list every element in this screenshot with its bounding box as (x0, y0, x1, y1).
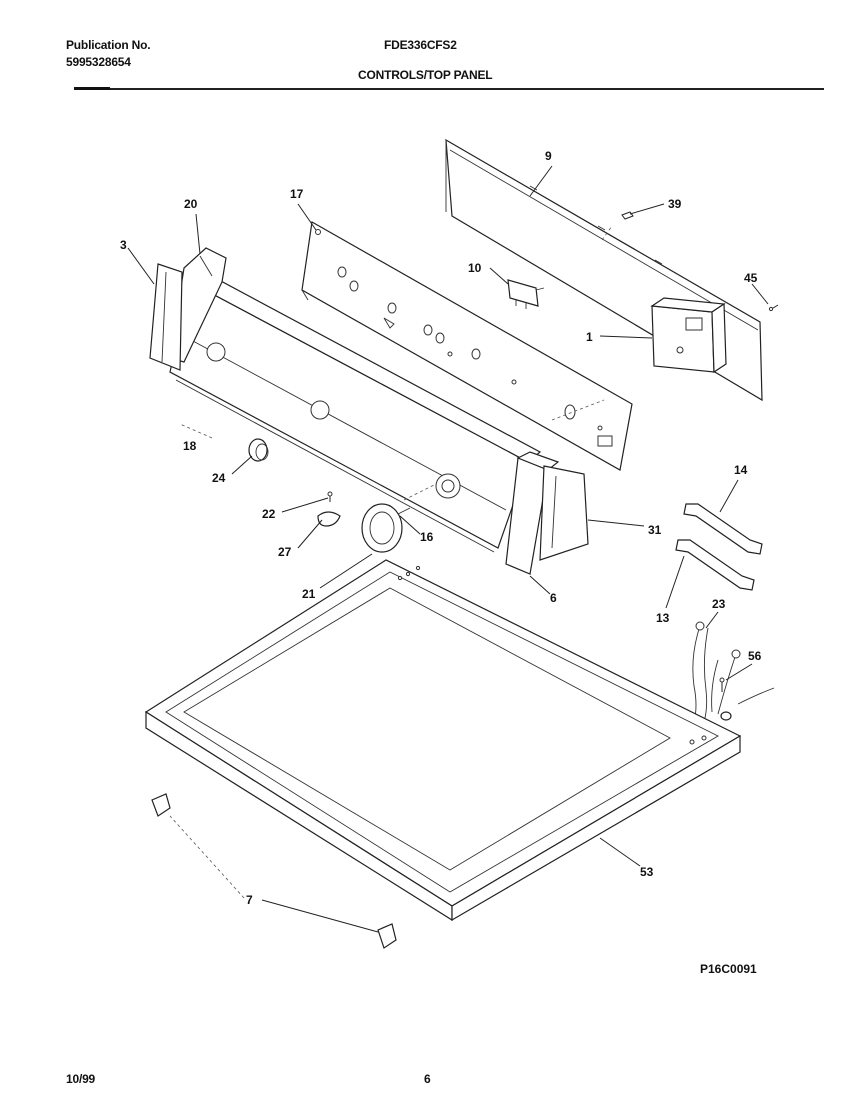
part-bracket-14 (683, 503, 763, 555)
page-number: 6 (424, 1072, 431, 1086)
callout-39: 39 (668, 197, 682, 211)
callout-18: 18 (183, 439, 197, 453)
part-clip-7a (151, 793, 171, 817)
callout-1: 1 (586, 330, 593, 344)
leader-lines (127, 165, 769, 933)
part-screw-56 (719, 677, 725, 692)
callout-24: 24 (212, 471, 226, 485)
part-retainer-27 (317, 511, 341, 527)
part-control-bracket (301, 221, 633, 471)
callout-13: 13 (656, 611, 670, 625)
header-rule (74, 88, 824, 90)
callout-21: 21 (302, 587, 316, 601)
section-title: CONTROLS/TOP PANEL (358, 68, 493, 82)
publication-number: 5995328654 (66, 55, 131, 69)
part-bracket-31 (539, 465, 589, 561)
callout-27: 27 (278, 545, 292, 559)
part-knob-24 (248, 438, 269, 462)
callout-53: 53 (640, 865, 654, 879)
callout-3: 3 (120, 238, 127, 252)
header-rule-accent (74, 87, 110, 90)
part-clip-7b (377, 923, 397, 949)
part-bracket-13 (675, 539, 755, 591)
callout-45: 45 (744, 271, 758, 285)
callout-labels: 1 3 6 7 9 10 13 14 16 17 18 20 21 22 23 … (120, 149, 762, 907)
callout-56: 56 (748, 649, 762, 663)
callout-6: 6 (550, 591, 557, 605)
part-top-panel (144, 559, 742, 922)
part-switch (507, 279, 545, 309)
callout-17: 17 (290, 187, 304, 201)
part-side-trim-left (149, 263, 183, 371)
publication-label: Publication No. (66, 38, 151, 52)
callout-23: 23 (712, 597, 726, 611)
callout-22: 22 (262, 507, 276, 521)
callout-10: 10 (468, 261, 482, 275)
model-number: FDE336CFS2 (384, 38, 457, 52)
part-screw-22 (327, 491, 333, 502)
callout-16: 16 (420, 530, 434, 544)
part-clip-39 (621, 211, 634, 220)
drawing-code: P16C0091 (700, 962, 757, 976)
callout-20: 20 (184, 197, 198, 211)
part-knob-16 (361, 503, 411, 553)
callout-9: 9 (545, 149, 552, 163)
part-timer (650, 297, 727, 374)
part-wire-harness (685, 621, 775, 731)
callout-7: 7 (246, 893, 253, 907)
callout-14: 14 (734, 463, 748, 477)
footer-date: 10/99 (66, 1072, 96, 1086)
callout-31: 31 (648, 523, 662, 537)
part-screw-45 (768, 304, 779, 312)
part-end-cap-right (505, 451, 560, 575)
